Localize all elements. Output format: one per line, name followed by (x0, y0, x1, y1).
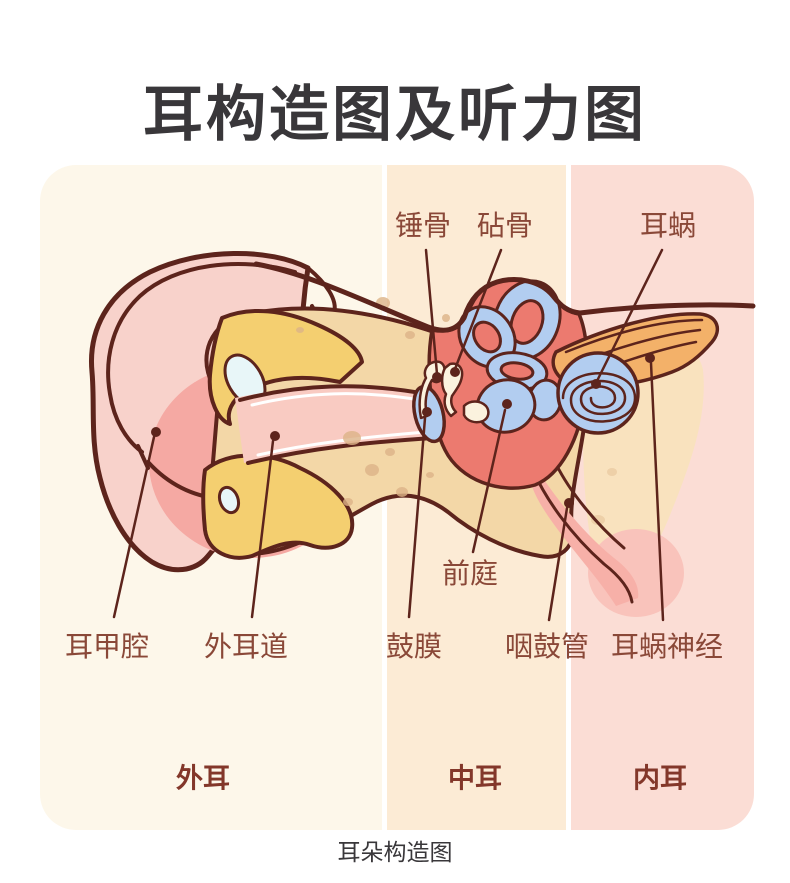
bone-speckles (296, 297, 617, 525)
section-label-outer-ear: 外耳 (176, 763, 230, 794)
label-eustachian-tube: 咽鼓管 (504, 631, 590, 662)
label-concha: 耳甲腔 (64, 631, 150, 662)
cochlea-spiral (561, 372, 637, 423)
cochlea-shape (556, 351, 640, 435)
label-cochlea: 耳蜗 (639, 210, 697, 241)
page-title: 耳构造图及听力图 (143, 81, 647, 148)
incus-shape (440, 362, 464, 418)
bone-yellow-shape (201, 309, 364, 560)
skull-outline (253, 261, 756, 333)
section-label-middle-ear: 中耳 (448, 763, 502, 794)
label-malleus: 锤骨 (394, 210, 452, 241)
leader-dots (151, 353, 655, 508)
label-incus: 砧骨 (476, 210, 534, 241)
leader-lines (112, 248, 665, 622)
label-cochlear-nerve: 耳蜗神经 (610, 631, 724, 662)
label-eardrum: 鼓膜 (385, 631, 443, 662)
label-vestibule: 前庭 (441, 558, 499, 589)
stapes-shape (462, 400, 490, 424)
diagram-caption: 耳朵构造图 (337, 839, 453, 865)
eustachian-tube-shape (529, 462, 639, 606)
label-ear-canal: 外耳道 (203, 631, 289, 662)
section-label-inner-ear: 内耳 (633, 763, 687, 794)
